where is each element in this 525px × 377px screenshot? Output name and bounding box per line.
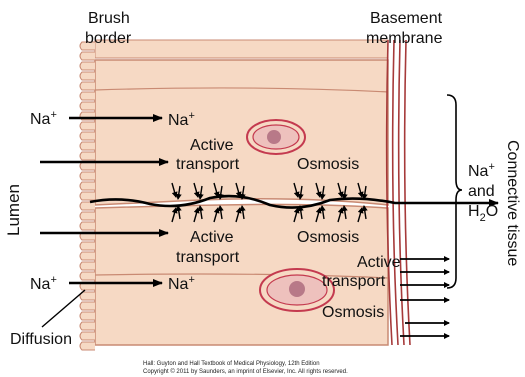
label-na-left-top: Na+ — [30, 109, 57, 128]
diffusion-pointer — [42, 290, 85, 327]
label-active-mid-1: Active — [190, 229, 234, 246]
label-na-water-3: H2O — [468, 203, 498, 224]
label-osmosis-mid: Osmosis — [297, 229, 359, 246]
connective-bracket — [447, 95, 462, 288]
label-active-right-2: transport — [322, 273, 386, 290]
epithelial-cell-top-partial — [95, 40, 388, 58]
label-osmosis-right: Osmosis — [322, 304, 384, 321]
label-connective-tissue: Connective tissue — [504, 140, 521, 266]
label-na-water-1: Na+ — [468, 161, 495, 180]
label-brush-border-1: Brush — [88, 10, 130, 27]
label-na-water-2: and — [468, 183, 495, 200]
label-basement-2: membrane — [366, 30, 443, 47]
label-diffusion: Diffusion — [10, 331, 72, 348]
epithelial-cell-upper — [95, 60, 388, 205]
caption-line-2: Copyright © 2011 by Saunders, an imprint… — [143, 368, 348, 375]
label-brush-border-2: border — [85, 30, 132, 47]
label-active-top-1: Active — [190, 137, 234, 154]
label-active-right-1: Active — [357, 254, 401, 271]
brush-border — [80, 42, 95, 350]
label-basement-1: Basement — [370, 10, 443, 27]
label-active-top-2: transport — [176, 156, 240, 173]
caption-line-1: Hall: Guyton and Hall Textbook of Medica… — [143, 361, 320, 367]
label-osmosis-top: Osmosis — [297, 156, 359, 173]
label-na-left-bottom: Na+ — [30, 274, 57, 293]
nucleus-upper — [247, 120, 305, 154]
label-active-mid-2: transport — [176, 249, 240, 266]
label-lumen: Lumen — [4, 184, 23, 236]
